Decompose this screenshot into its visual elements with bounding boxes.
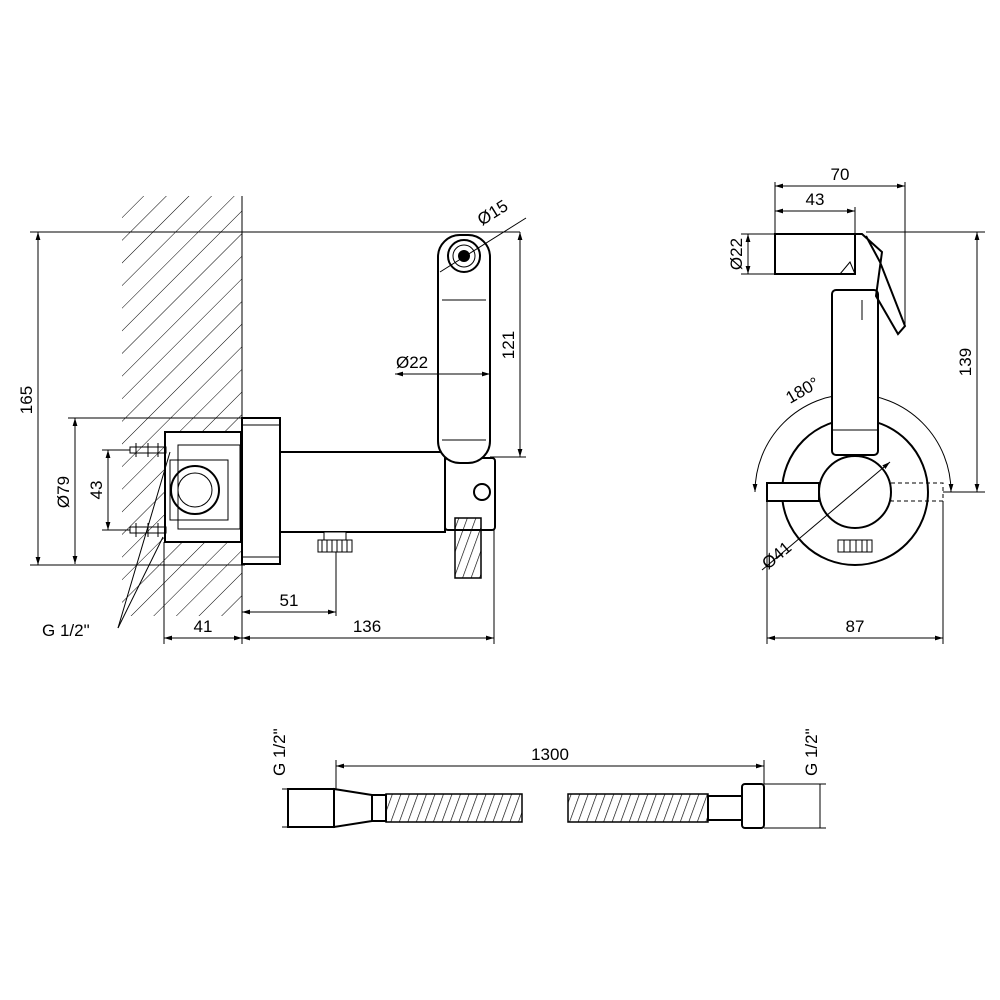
- dim-43-side: 43: [87, 481, 106, 500]
- front-shower: [774, 233, 907, 456]
- front-outlet: [837, 539, 873, 553]
- hose-left-nut: [287, 788, 335, 828]
- dim-43-front: 43: [806, 190, 825, 209]
- front-view: 180° 70: [727, 165, 985, 644]
- dim-dia-22-front: Ø22: [727, 238, 746, 270]
- hose-view: 1300 G 1/2" G 1/2": [270, 728, 826, 829]
- outlet-nipple: [317, 531, 353, 553]
- dim-70: 70: [831, 165, 850, 184]
- hose-left-segment: [385, 793, 523, 823]
- lever-left: [766, 482, 820, 502]
- dim-87: 87: [846, 617, 865, 636]
- dim-dia-15: Ø15: [474, 196, 511, 229]
- dim-139: 139: [956, 348, 975, 376]
- dim-thread-hose-right: G 1/2": [802, 728, 821, 776]
- handheld-shower: [437, 234, 491, 464]
- dim-thread-hose-left: G 1/2": [270, 728, 289, 776]
- dim-136: 136: [353, 617, 381, 636]
- hose-left-cone: [333, 787, 373, 829]
- dim-1300: 1300: [531, 745, 569, 764]
- valve-body: [279, 451, 446, 533]
- dim-thread-side: G 1/2": [42, 621, 90, 640]
- dim-121: 121: [499, 331, 518, 359]
- shower-holder: [444, 457, 496, 579]
- hose-right-nut: [741, 783, 765, 829]
- dim-dia-22-side: Ø22: [396, 353, 428, 372]
- side-view: 165 Ø79 43 G 1/2" 41 136: [17, 196, 527, 644]
- dim-dia-79: Ø79: [54, 476, 73, 508]
- hose-right-segment: [567, 793, 709, 823]
- dim-165: 165: [17, 386, 36, 414]
- dim-180-angle: 180°: [783, 373, 823, 407]
- rosette-flange: [241, 417, 281, 565]
- dim-51: 51: [280, 591, 299, 610]
- front-dimensions: 70 43 Ø22 139 Ø41 87: [727, 165, 985, 644]
- dim-41: 41: [194, 617, 213, 636]
